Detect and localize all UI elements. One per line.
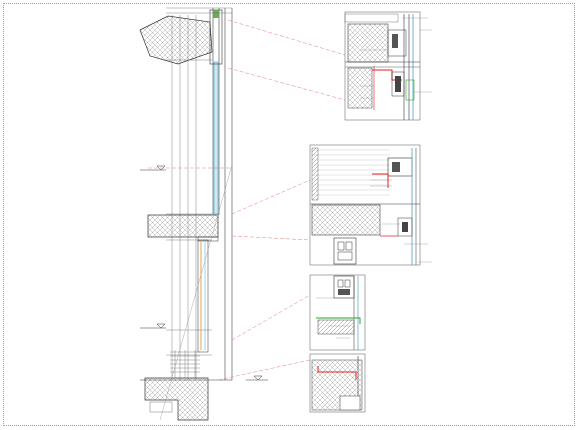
drawing-frame [3,3,575,426]
window-head [209,9,223,65]
dimension-lines [166,7,232,380]
level-marker-2 [140,323,166,329]
floor-slab [147,214,219,238]
vertical-lines [212,8,233,380]
detail-sill [309,274,366,351]
lower-window-frame [197,239,209,353]
detail-floor-junction [309,144,432,266]
railing [170,350,200,378]
detail-base [309,353,366,413]
top-parapet [139,15,213,65]
main-section [139,7,268,421]
level-marker-3 [246,375,268,381]
bottom-footing [144,377,209,421]
detail-head [344,11,432,121]
glazing-strip [213,61,219,215]
diagonal-guide [159,164,233,421]
leader-lines [148,19,346,381]
